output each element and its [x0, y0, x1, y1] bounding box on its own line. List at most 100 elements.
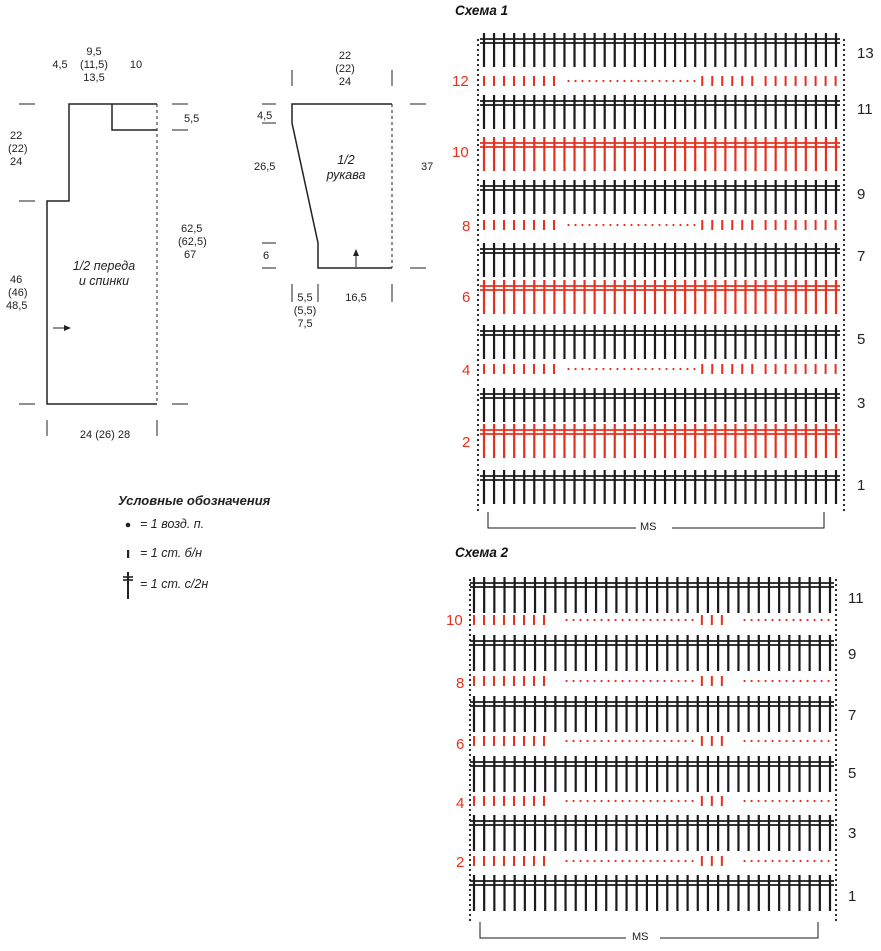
sleeve-dim-bottom-left-3: 7,5	[297, 318, 313, 330]
sleeve-guides	[262, 70, 426, 302]
sleeve-dim-cuff: 6	[263, 250, 270, 262]
scheme2-sc-row-4	[473, 796, 830, 806]
back-dim-side-2: (46)	[8, 287, 28, 299]
scheme2-title: Схема 2	[455, 545, 509, 560]
back-dim-width: 24 (26) 28	[79, 429, 131, 441]
scheme1-right-chain	[842, 38, 846, 512]
back-dim-side-1: 46	[10, 274, 23, 286]
sleeve-dim-taper: 26,5	[254, 161, 276, 173]
sleeve-dim-top-1: 22	[338, 50, 352, 62]
scheme1-dtr-row-11	[480, 95, 840, 129]
scheme2-right-chain	[834, 578, 838, 922]
back-dim-neck-1: 9,5	[86, 46, 102, 58]
scheme1-row-12: 12	[452, 73, 469, 90]
scheme1-row-4: 4	[462, 362, 471, 379]
back-dim-armhole-2: (22)	[8, 143, 28, 155]
legend-double-treble: = 1 ст. с/2н	[140, 577, 209, 591]
scheme2-dtr-row-7	[470, 696, 834, 732]
scheme2-dtr-row-3	[470, 815, 834, 851]
back-dim-armhole-3: 24	[10, 156, 23, 168]
sleeve-label-1: 1/2	[337, 153, 355, 167]
sleeve-dim-length: 37	[421, 161, 434, 173]
sleeve-dim-cap: 4,5	[257, 110, 273, 122]
scheme1-row-1: 1	[857, 477, 866, 494]
scheme1-red-row-10	[480, 137, 840, 171]
scheme1-dtr-row-9	[480, 180, 840, 214]
scheme2-dtr-row-9	[470, 635, 834, 671]
back-dim-armhole-1: 22	[10, 130, 23, 142]
back-dim-length-1: 62,5	[181, 223, 203, 235]
back-piece-outline	[46, 103, 158, 405]
single-crochet-icon	[127, 550, 130, 558]
legend-title: Условные обозначения	[118, 493, 271, 508]
scheme2-left-chain	[468, 578, 472, 922]
scheme2-row-9: 9	[848, 646, 857, 663]
sleeve-label-2: рукава	[326, 168, 366, 182]
scheme1-row-13: 13	[857, 45, 874, 62]
scheme2-row-6: 6	[456, 736, 465, 753]
scheme1-chart	[476, 33, 846, 529]
scheme2-sc-row-2	[473, 856, 830, 866]
back-piece-label-2: и спинки	[78, 274, 130, 288]
scheme2-row-4: 4	[456, 795, 465, 812]
back-dim-neck-3: 13,5	[83, 72, 105, 84]
scheme2-dtr-row-11	[470, 577, 834, 613]
back-piece-label-1: 1/2 переда	[72, 259, 136, 273]
scheme1-left-chain	[476, 38, 480, 512]
legend-chain: = 1 возд. п.	[140, 517, 205, 531]
scheme1-row-9: 9	[857, 186, 866, 203]
scheme1-sc-row-12	[483, 76, 837, 86]
back-piece-guides	[19, 103, 188, 436]
scheme1-row-7: 7	[857, 248, 866, 265]
scheme1-red-row-6	[480, 280, 840, 314]
scheme1-row-8: 8	[462, 218, 471, 235]
sleeve-dim-bottom-right: 16,5	[345, 292, 367, 304]
scheme1-repeat-label: MS	[640, 521, 657, 533]
scheme2-row-5: 5	[848, 765, 857, 782]
scheme2-sc-row-8	[473, 676, 830, 686]
back-direction-arrow	[53, 325, 71, 331]
legend-single: = 1 ст. б/н	[140, 546, 203, 560]
scheme2-sc-row-10	[473, 615, 830, 625]
scheme2-row-11: 11	[848, 590, 864, 607]
scheme2-dtr-row-5	[470, 756, 834, 792]
scheme2-row-2: 2	[456, 854, 465, 871]
back-dim-side-3: 48,5	[6, 300, 28, 312]
sleeve-direction-arrow	[353, 249, 359, 267]
chain-stitch-icon	[125, 522, 131, 528]
scheme2-chart	[468, 577, 838, 939]
scheme1-sc-row-4	[483, 364, 837, 374]
scheme1-sc-row-8	[483, 220, 837, 230]
scheme1-red-row-2	[480, 424, 840, 458]
scheme1-repeat-bracket	[487, 512, 825, 529]
scheme1-dtr-row-5	[480, 325, 840, 359]
scheme2-row-3: 3	[848, 825, 857, 842]
sleeve-dim-top-3: 24	[338, 76, 352, 88]
double-treble-icon	[123, 572, 133, 599]
back-dim-length-3: 67	[184, 249, 197, 261]
scheme2-repeat-label: MS	[632, 931, 649, 943]
scheme1-dtr-row-7	[480, 243, 840, 277]
sleeve-outline	[291, 103, 393, 269]
sleeve-dim-bottom-left-2: (5,5)	[293, 305, 317, 317]
back-dim-neck-2: (11,5)	[80, 59, 108, 71]
scheme2-dtr-row-1	[470, 875, 834, 911]
scheme1-dtr-row-11	[480, 33, 840, 67]
scheme1-row-11: 11	[857, 101, 873, 118]
scheme2-row-1: 1	[848, 888, 857, 905]
scheme1-dtr-row-3	[480, 388, 840, 422]
back-dim-neck-depth: 5,5	[184, 113, 200, 125]
scheme1-row-6: 6	[462, 289, 471, 306]
scheme2-repeat-bracket	[479, 922, 819, 939]
scheme2-row-8: 8	[456, 675, 465, 692]
scheme2-row-10: 10	[446, 612, 463, 629]
back-dim-length-2: (62,5)	[178, 236, 207, 248]
scheme2-row-7: 7	[848, 707, 857, 724]
scheme1-dtr-row-1	[480, 470, 840, 504]
scheme1-row-5: 5	[857, 331, 866, 348]
scheme2-sc-row-6	[473, 736, 830, 746]
scheme1-row-3: 3	[857, 395, 866, 412]
scheme1-row-2: 2	[462, 434, 471, 451]
back-dim-shoulder: 4,5	[52, 59, 68, 71]
